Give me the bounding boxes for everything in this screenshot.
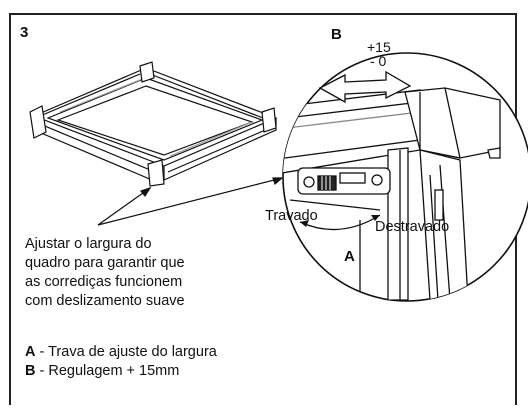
legend-text: - Regulagem + 15mm <box>35 363 180 379</box>
instruction-line: quadro para garantir que <box>25 255 185 271</box>
locked-label: Travado <box>265 208 318 224</box>
adjust-arrow-icon <box>318 70 412 104</box>
legend-text: - Trava de ajuste do largura <box>35 344 217 360</box>
instruction-line: Ajustar o largura do <box>25 236 152 252</box>
legend-key: B <box>25 363 36 379</box>
part-label-a: A <box>344 248 355 265</box>
legend-item-b: B - Regulagem + 15mm <box>25 362 217 381</box>
detail-label-b: B <box>331 26 342 43</box>
detail-circle-b <box>282 52 528 302</box>
tolerance-plus: +15 <box>367 39 391 55</box>
legend: A - Trava de ajuste do largura B - Regul… <box>25 343 217 381</box>
legend-key: A <box>25 344 36 360</box>
rotation-arrow-icon <box>299 214 381 231</box>
instruction-text: Ajustar o largura do quadro para garanti… <box>25 235 265 311</box>
legend-item-a: A - Trava de ajuste do largura <box>25 343 217 362</box>
instruction-line: as corrediças funcionem <box>25 274 183 290</box>
drawer-frame-drawing <box>29 61 278 187</box>
unlocked-label: Destravado <box>375 219 450 235</box>
instruction-line: com deslizamento suave <box>25 293 185 309</box>
step-number: 3 <box>20 24 29 41</box>
tolerance-minus: - 0 <box>370 53 387 69</box>
pointer-arrows <box>97 177 284 226</box>
